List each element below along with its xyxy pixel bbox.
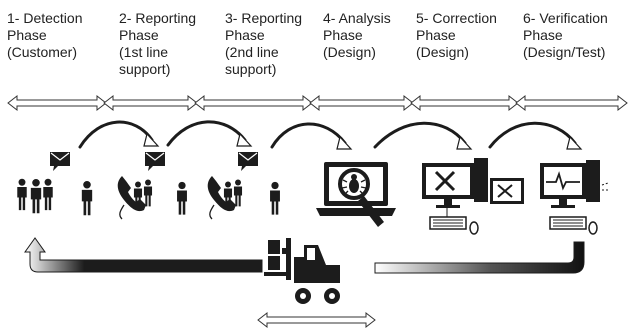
phase-3-label: 3- Reporting Phase (2nd line support) — [225, 10, 302, 78]
curved-arrow-1-to-2 — [78, 120, 154, 149]
curved-arrow-head — [456, 135, 473, 150]
phase-4-label: 4- Analysis Phase (Design) — [323, 10, 391, 61]
curved-arrow-5-to-6 — [488, 121, 577, 149]
phase-4-double-arrow — [309, 94, 414, 112]
phase-5-double-arrow — [410, 94, 519, 112]
return-arrow-right — [374, 241, 585, 274]
phase-6-double-arrow — [515, 94, 628, 112]
phase-label-line: Phase — [523, 27, 563, 43]
phase-label-line: 2- Reporting — [119, 10, 197, 26]
curved-arrow-head — [236, 132, 253, 147]
curved-arrow-4-to-5 — [373, 121, 467, 149]
phase-5-label: 5- Correction Phase (Design) — [416, 10, 497, 61]
curved-arrow-head — [336, 135, 353, 150]
delivery-double-arrow — [257, 311, 376, 329]
phase-label-line: (Design) — [323, 44, 376, 60]
phase-label-line: 6- Verification — [523, 10, 608, 26]
curved-arrow-head — [566, 135, 583, 150]
phase-label-line: Phase — [225, 27, 265, 43]
curved-arrow-2-to-3 — [166, 120, 247, 147]
phase-label-line: 1- Detection — [7, 10, 83, 26]
phase-label-line: (2nd line — [225, 44, 279, 60]
phase-label-line: (Customer) — [7, 44, 78, 60]
phase-label-line: Phase — [416, 27, 456, 43]
curved-arrow-head — [143, 132, 160, 147]
phase-label-line: Phase — [7, 27, 47, 43]
phase-label-line: support) — [119, 61, 171, 77]
support-phone-icon — [117, 151, 187, 220]
phase-2-double-arrow — [103, 94, 198, 112]
customers-icon — [17, 151, 93, 216]
phase-6-label: 6- Verification Phase (Design/Test) — [523, 10, 608, 61]
bug-analysis-icon — [316, 162, 396, 227]
return-arrow-left — [31, 239, 262, 263]
return-arrow-left-bar — [24, 237, 263, 273]
phase-label-line: support) — [225, 61, 277, 77]
phase-2-label: 2- Reporting Phase (1st line support) — [119, 10, 196, 78]
phase-1-label: 1- Detection Phase (Customer) — [7, 10, 82, 61]
forklift-delivery-icon — [264, 238, 340, 304]
phase-label-line: Phase — [119, 27, 159, 43]
curved-arrow-3-to-4 — [270, 122, 347, 149]
phase-label-line: 4- Analysis — [323, 10, 391, 26]
workstation-repair-icon — [422, 158, 524, 235]
phase-label-line: (Design/Test) — [523, 44, 606, 60]
phase-3-double-arrow — [194, 94, 313, 112]
workstation-verify-icon — [540, 160, 610, 235]
phase-label-line: (1st line — [119, 44, 169, 60]
phase-label-line: (Design) — [416, 44, 469, 60]
phase-label-line: 3- Reporting — [225, 10, 303, 26]
phase-label-line: 5- Correction — [416, 10, 497, 26]
phase-label-line: Phase — [323, 27, 363, 43]
phase-1-double-arrow — [7, 94, 107, 112]
support-phone-icon — [207, 151, 280, 220]
